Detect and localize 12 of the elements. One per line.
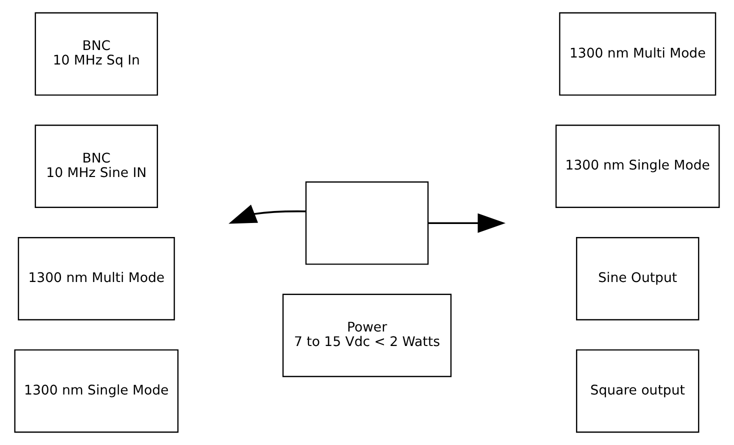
node-box: BNC 10 MHz Sine IN [34,124,158,208]
node-box: 1300 nm Single Mode [14,349,179,433]
node-box: 1300 nm Multi Mode [559,12,716,96]
node-box: Power 7 to 15 Vdc < 2 Watts [282,294,452,378]
arrow [228,204,306,224]
node-box: 1300 nm Single Mode [555,124,720,208]
node-box [305,181,429,265]
node-box: BNC 10 MHz Sq In [34,12,158,96]
arrow [428,213,506,233]
node-box: 1300 nm Multi Mode [18,237,175,320]
node-box: Square output [576,349,700,433]
node-box: Sine Output [576,237,700,320]
